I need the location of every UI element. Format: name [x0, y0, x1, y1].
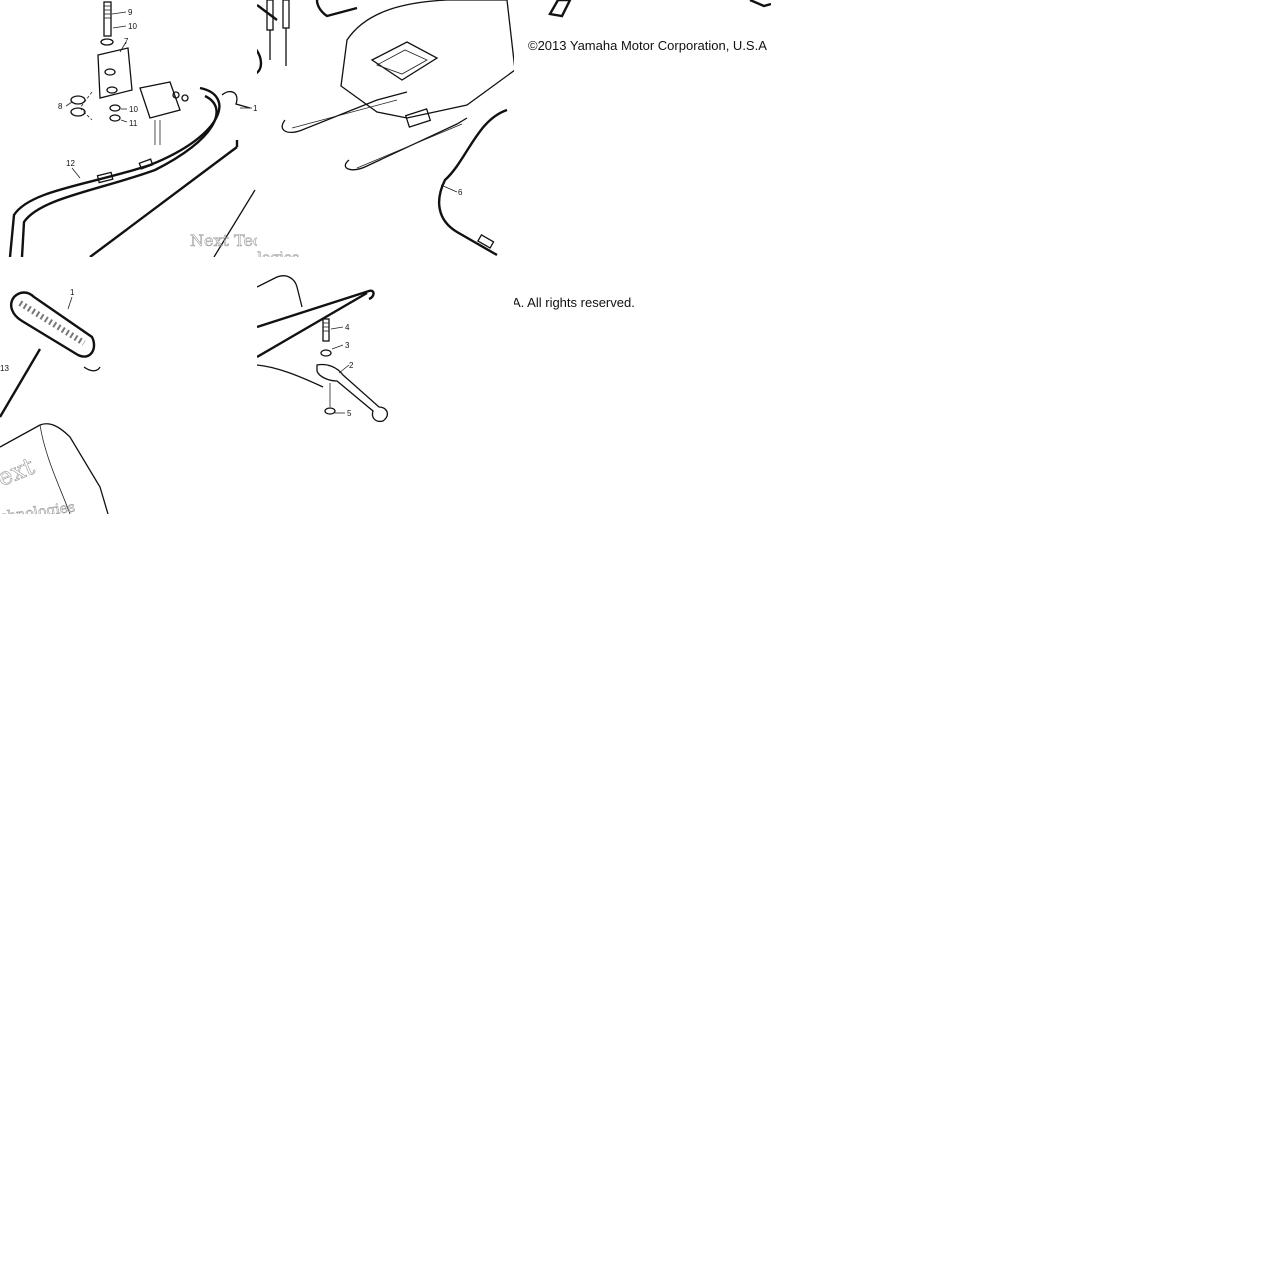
ski-left [281, 91, 408, 134]
bracket-part [97, 47, 133, 99]
callout-label: 5 [347, 409, 352, 418]
callout-label: 2 [349, 361, 354, 370]
washer-part [100, 38, 114, 46]
callout-label: 8 [58, 102, 63, 111]
rights-reserved-text: A. All rights reserved. [514, 295, 635, 310]
seat-part [0, 423, 109, 514]
callout-label: 11 [129, 119, 138, 128]
bolt-part [103, 1, 112, 37]
cable-inner [20, 94, 218, 257]
diagram-tile-copyright: ©2013 Yamaha Motor Corporation, U.S.A [514, 0, 771, 257]
snowmobile-drawing: 6 ologies [257, 0, 514, 257]
corner-sketch [548, 0, 771, 18]
clip-part [221, 90, 251, 109]
lever-bolt-part [322, 318, 330, 342]
cable-outer [8, 86, 221, 257]
control-assembly-drawing: 9 10 7 8 10 11 12 1 Next Tec [8, 1, 257, 257]
callout-label: 3 [345, 341, 350, 350]
ski-right [344, 117, 468, 171]
callout-label: 12 [66, 159, 75, 168]
watermark-text: ext [0, 452, 39, 492]
brake-lever-drawing: 4 3 2 5 [257, 275, 389, 423]
switch-housing-part [139, 81, 181, 119]
watermark-text: chnologies [0, 499, 76, 514]
nut-part [324, 407, 336, 415]
callout-label: 7 [124, 37, 129, 46]
grip-drawing: 1 13 ext chnologies [0, 288, 109, 514]
diagram-tile-control-cables: 9 10 7 8 10 11 12 1 Next Tec [0, 0, 257, 257]
callout-label: 10 [129, 105, 138, 114]
callout-label: 4 [345, 323, 350, 332]
watermark-text: ologies [257, 250, 299, 257]
collar-part [320, 349, 332, 357]
callout-label: 9 [128, 8, 133, 17]
diagram-tile-rights: A. All rights reserved. [514, 257, 771, 514]
diagram-tile-snowmobile: 6 ologies [257, 0, 514, 257]
watermark-text: Next Tec [190, 231, 257, 250]
diagram-tile-brake-lever: 4 3 2 5 [257, 257, 514, 514]
callout-label: 13 [0, 364, 9, 373]
hand-grip-part [10, 291, 96, 358]
callout-label: 6 [458, 188, 463, 197]
throttle-cable [438, 108, 508, 257]
brake-cable [257, 364, 324, 388]
callout-label: 1 [253, 104, 257, 113]
brake-lever-part [316, 363, 389, 423]
hood-part [340, 0, 514, 119]
diagram-tile-grip: 1 13 ext chnologies [0, 257, 257, 514]
callout-label: 1 [70, 288, 75, 297]
callout-label: 10 [128, 22, 137, 31]
copyright-text: ©2013 Yamaha Motor Corporation, U.S.A [528, 38, 767, 53]
